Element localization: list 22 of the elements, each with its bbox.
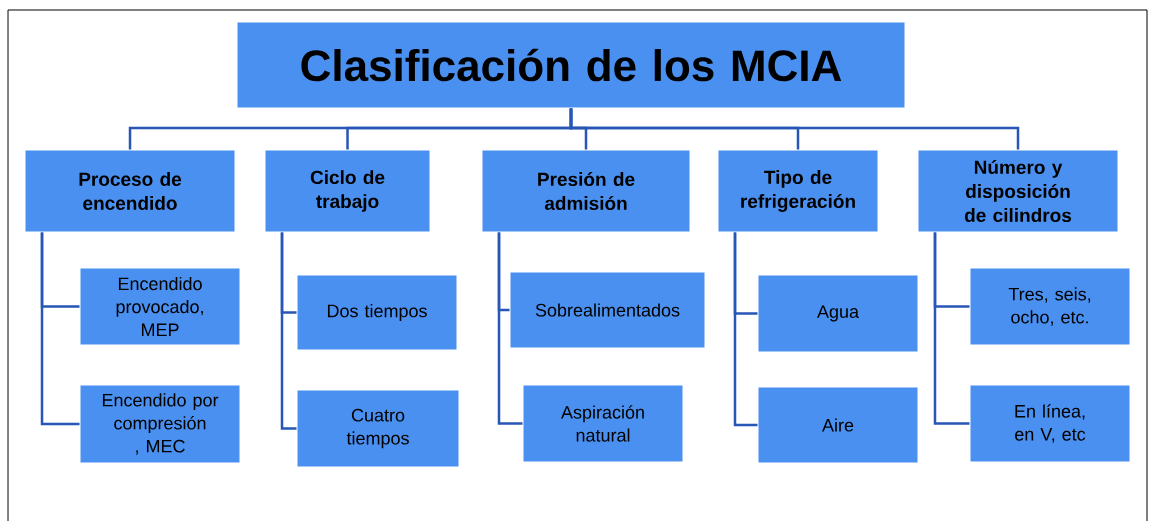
item-box: Encendido por compresión , MEC (79, 384, 241, 464)
category-box: Tipo de refrigeración (717, 149, 879, 233)
category-box: Presión de admisión (481, 149, 691, 233)
category-box: Ciclo de trabajo (264, 149, 431, 233)
item-box: En línea, en V, etc (969, 384, 1131, 463)
item-box: Aire (757, 386, 919, 464)
category-box: Proceso de encendido (24, 149, 236, 233)
connector-line (733, 232, 758, 427)
item-box: Cuatro tiempos (296, 389, 460, 468)
item-box: Tres, seis, ocho, etc. (969, 267, 1131, 346)
item-box: Dos tiempos (296, 274, 458, 351)
title-box: Clasificación de los MCIA (236, 21, 906, 109)
connector-line (933, 232, 970, 425)
connector-line (280, 232, 297, 430)
connector-line (569, 108, 1020, 150)
category-box: Número y disposición de cilindros (917, 149, 1119, 233)
item-box: Agua (757, 274, 919, 353)
connector-line (497, 232, 523, 425)
connector-line (40, 232, 80, 426)
item-box: Sobrealimentados (509, 271, 706, 349)
item-box: Aspiración natural (522, 384, 684, 463)
item-box: Encendido provocado, MEP (79, 267, 241, 346)
